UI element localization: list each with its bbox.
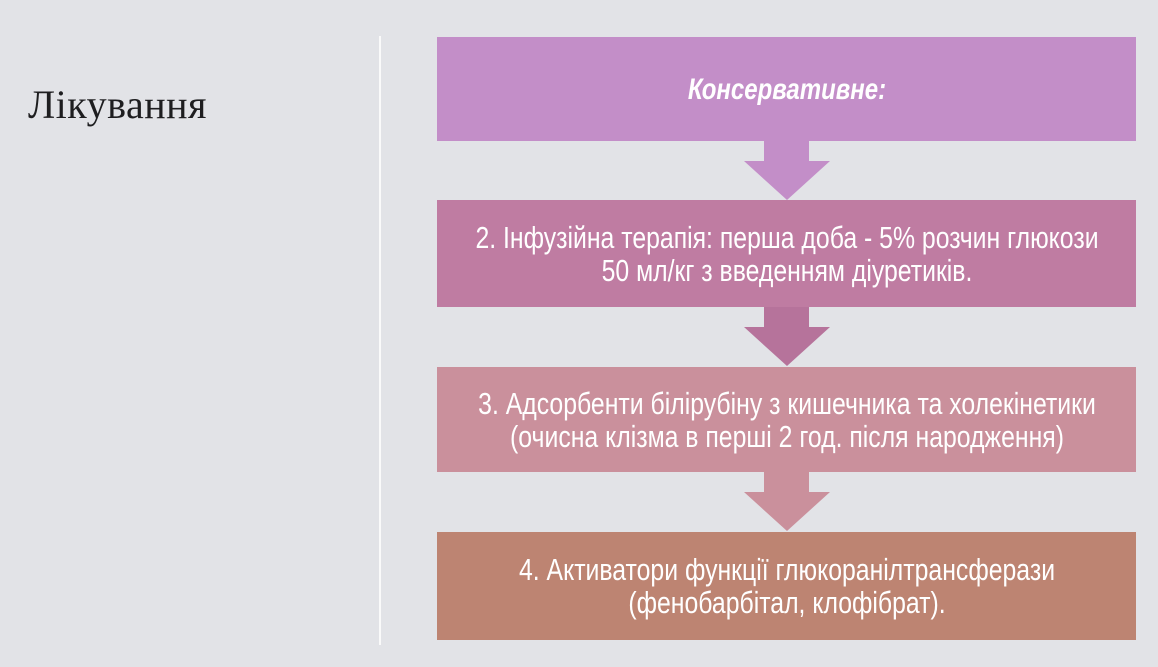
flow-step-conservative-header: Консервативне: bbox=[437, 37, 1136, 141]
flow-diagram: Консервативне: 2. Інфузійна терапія: пер… bbox=[437, 37, 1136, 640]
arrow-stem bbox=[764, 472, 809, 492]
flow-step-label: 2. Інфузійна терапія: перша доба - 5% ро… bbox=[474, 219, 1099, 288]
down-arrow-icon bbox=[743, 307, 830, 367]
arrow-head bbox=[743, 161, 830, 200]
slide-title: Лікування bbox=[28, 82, 207, 127]
arrow-stem bbox=[764, 141, 809, 161]
flow-step-enzyme-activators: 4. Активатори функції глюкоранілтрансфер… bbox=[437, 532, 1136, 640]
arrow-head bbox=[743, 327, 830, 366]
flow-step-bilirubin-adsorbents: 3. Адсорбенти білірубіну з кишечника та … bbox=[437, 367, 1136, 472]
down-arrow-icon bbox=[743, 472, 830, 532]
flow-step-label: 4. Активатори функції глюкоранілтрансфер… bbox=[518, 552, 1055, 620]
vertical-divider bbox=[379, 36, 381, 645]
flow-step-label: Консервативне: bbox=[687, 72, 886, 106]
down-arrow-icon bbox=[743, 141, 830, 200]
flow-step-label: 3. Адсорбенти білірубіну з кишечника та … bbox=[477, 385, 1096, 454]
arrow-stem bbox=[764, 307, 809, 327]
flow-step-infusion-therapy: 2. Інфузійна терапія: перша доба - 5% ро… bbox=[437, 200, 1136, 307]
arrow-head bbox=[743, 492, 830, 531]
